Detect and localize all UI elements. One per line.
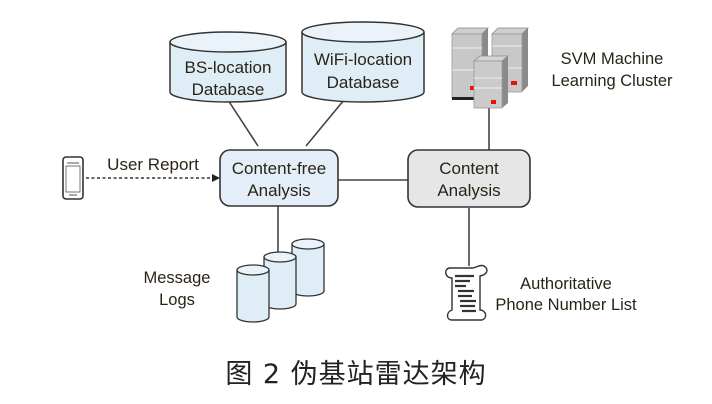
edge-bs-db-to-content-free — [227, 99, 259, 147]
wifi-db-label-line2: Database — [327, 73, 400, 92]
user-report-label: User Report — [107, 155, 199, 174]
wifi-db-label-line1: WiFi-location — [314, 50, 412, 69]
bs-db-label-line1: BS-location — [185, 58, 272, 77]
phone-list-label-line1: Authoritative — [520, 275, 612, 293]
message-logs-label-line1: Message — [144, 269, 211, 287]
content-label-line1: Content — [439, 159, 499, 178]
bs-db-label-line2: Database — [192, 80, 265, 99]
bs-location-database: BS-location Database — [169, 31, 287, 103]
content-free-label-line1: Content-free — [232, 159, 327, 178]
phone-list-label-line2: Phone Number List — [495, 296, 637, 314]
arrowhead-icon — [212, 174, 220, 182]
message-logs-database-stack — [236, 238, 325, 323]
scroll-document-icon — [445, 264, 488, 321]
edge-wifi-db-to-content-free — [305, 99, 345, 147]
wifi-location-database: WiFi-location Database — [301, 21, 425, 103]
server-cluster-icon — [451, 27, 529, 109]
svm-label-line2: Learning Cluster — [551, 72, 673, 90]
message-logs-label-line2: Logs — [159, 291, 195, 309]
smartphone-icon — [62, 156, 84, 200]
svm-label-line1: SVM Machine — [561, 50, 664, 68]
content-analysis-box: Content Analysis — [407, 149, 531, 208]
content-free-label-line2: Analysis — [247, 181, 310, 200]
content-label-line2: Analysis — [437, 181, 500, 200]
figure-caption: 图 2 伪基站雷达架构 — [225, 359, 487, 390]
content-free-analysis-box: Content-free Analysis — [219, 149, 339, 207]
